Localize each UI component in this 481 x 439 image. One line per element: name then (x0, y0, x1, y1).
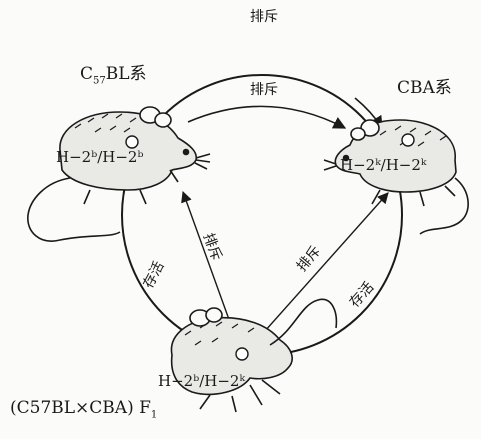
label-f1-genotype: H−2ᵇ/H−2ᵏ (158, 372, 245, 390)
label-f1-strain: (C57BL×CBA) F1 (10, 398, 158, 421)
label-c57bl-genotype: H−2ᵇ/H−2ᵇ (56, 148, 144, 166)
label-c57bl-strain: C57BL系 (80, 64, 147, 87)
label-reject-inner: 排斥 (250, 82, 278, 98)
mouse-cba (323, 119, 469, 235)
mouse-c57bl (27, 106, 211, 242)
label-reject-outer: 排斥 (250, 9, 278, 25)
label-cba-strain: CBA系 (397, 78, 452, 98)
arrow-c57-to-cba (187, 105, 347, 129)
mouse-f1 (170, 298, 338, 413)
arrow-f1-to-cba (247, 192, 389, 351)
label-cba-genotype: H−2ᵏ/H−2ᵏ (340, 156, 427, 174)
